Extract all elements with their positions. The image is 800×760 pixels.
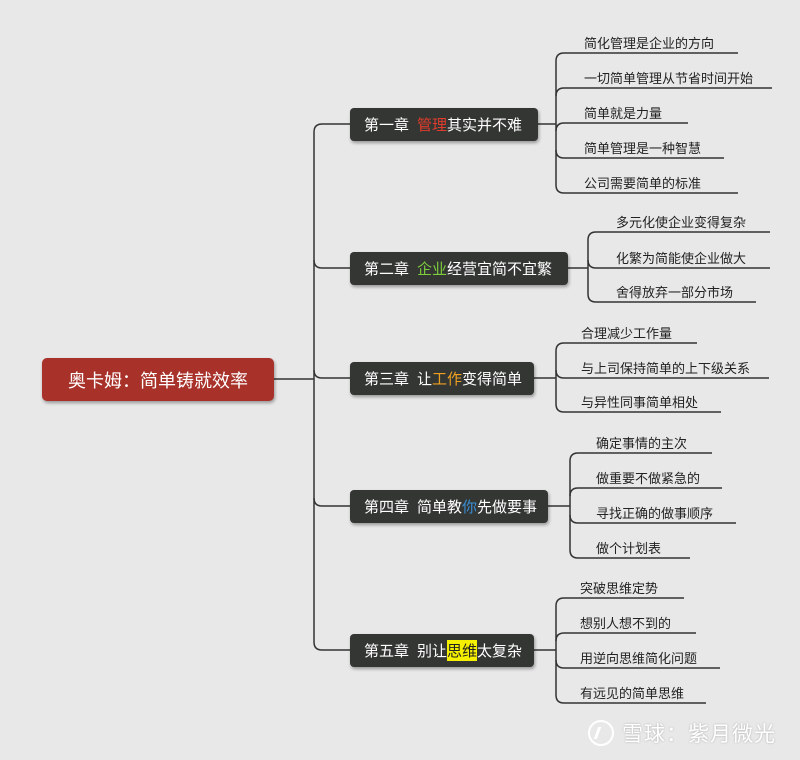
chapter-post-text: 变得简单 <box>462 370 523 388</box>
leaf-node[interactable]: 简化管理是企业的方向 <box>584 37 715 52</box>
leaf-node[interactable]: 简单就是力量 <box>584 107 663 122</box>
leaf-underline <box>587 293 756 303</box>
chapter-post-text: 经营宜简不宜繁 <box>447 260 553 278</box>
leaf-underline <box>555 342 697 352</box>
chapter-node-2[interactable]: 第二章企业经营宜简不宜繁 <box>350 252 568 285</box>
watermark-text: 雪球：紫月微光 <box>622 722 776 746</box>
leaf-underline <box>587 231 770 241</box>
leaf-underline <box>569 452 712 462</box>
chapter-connector <box>313 497 350 507</box>
leaf-node[interactable]: 有远见的简单思维 <box>580 687 685 702</box>
leaf-underline <box>555 184 738 194</box>
leaf-underline <box>569 549 690 559</box>
leaf-node[interactable]: 公司需要简单的标准 <box>584 177 702 192</box>
chapter-node-3[interactable]: 第三章让工作变得简单 <box>350 362 534 395</box>
leaf-node[interactable]: 想别人想不到的 <box>580 617 672 632</box>
root-node-label: 奥卡姆：简单铸就效率 <box>68 370 248 392</box>
leaf-underline <box>555 597 684 607</box>
leaf-node[interactable]: 确定事情的主次 <box>596 437 688 452</box>
root-node[interactable]: 奥卡姆：简单铸就效率 <box>42 358 274 401</box>
watermark: 雪球：紫月微光 <box>588 718 776 748</box>
leaf-underline <box>555 52 738 62</box>
chapter-prefix: 第三章 <box>364 370 410 388</box>
leaf-node[interactable]: 做重要不做紧急的 <box>596 472 701 487</box>
leaf-underline <box>555 87 772 97</box>
leaf-node[interactable]: 多元化使企业变得复杂 <box>616 216 747 231</box>
chapter-connector <box>313 641 350 651</box>
chapter-highlight: 工作 <box>432 370 463 388</box>
chapter-pre-text: 简单教 <box>417 498 463 516</box>
leaf-underline <box>555 659 720 669</box>
leaf-underline <box>587 259 770 269</box>
leaf-node[interactable]: 合理减少工作量 <box>581 327 673 342</box>
leaf-node[interactable]: 舍得放弃一部分市场 <box>616 286 734 301</box>
chapter-highlight: 你 <box>462 498 478 516</box>
leaf-node[interactable]: 寻找正确的做事顺序 <box>596 507 714 522</box>
leaf-underline <box>555 403 721 413</box>
leaf-underline <box>555 149 724 159</box>
chapter-pre-text: 别让 <box>417 642 448 660</box>
chapter-connector <box>313 259 350 269</box>
chapter-post-text: 太复杂 <box>477 642 523 660</box>
leaf-node[interactable]: 做个计划表 <box>596 542 662 557</box>
leaf-underline <box>569 514 736 524</box>
chapter-post-text: 先做要事 <box>477 498 538 516</box>
chapter-prefix: 第二章 <box>364 260 410 278</box>
chapter-prefix: 第一章 <box>364 116 410 134</box>
leaf-node[interactable]: 化繁为简能使企业做大 <box>616 252 747 267</box>
chapter-connector <box>313 369 350 379</box>
leaf-underline <box>555 694 706 704</box>
snowball-logo-icon <box>588 720 614 746</box>
chapter-highlight: 思维 <box>447 640 478 661</box>
leaf-node[interactable]: 与异性同事简单相处 <box>581 396 699 411</box>
leaf-node[interactable]: 一切简单管理从节省时间开始 <box>584 72 754 87</box>
leaf-node[interactable]: 用逆向思维简化问题 <box>580 652 698 667</box>
leaf-node[interactable]: 与上司保持简单的上下级关系 <box>581 362 751 377</box>
leaf-node[interactable]: 简单管理是一种智慧 <box>584 142 702 157</box>
leaf-node[interactable]: 突破思维定势 <box>580 582 659 597</box>
chapter-node-5[interactable]: 第五章别让思维太复杂 <box>350 634 534 667</box>
chapter-prefix: 第四章 <box>364 498 410 516</box>
leaf-underline <box>555 369 769 379</box>
leaf-underline <box>555 632 696 642</box>
leaf-underline <box>555 122 688 132</box>
chapter-connector <box>313 123 350 133</box>
chapter-highlight: 管理 <box>417 116 448 134</box>
chapter-post-text: 其实并不难 <box>447 116 523 134</box>
chapter-prefix: 第五章 <box>364 642 410 660</box>
chapter-node-4[interactable]: 第四章简单教你先做要事 <box>350 490 548 523</box>
chapter-node-1[interactable]: 第一章管理其实并不难 <box>350 108 538 141</box>
chapter-pre-text: 让 <box>417 370 433 388</box>
chapter-highlight: 企业 <box>417 260 448 278</box>
leaf-underline <box>569 487 722 497</box>
